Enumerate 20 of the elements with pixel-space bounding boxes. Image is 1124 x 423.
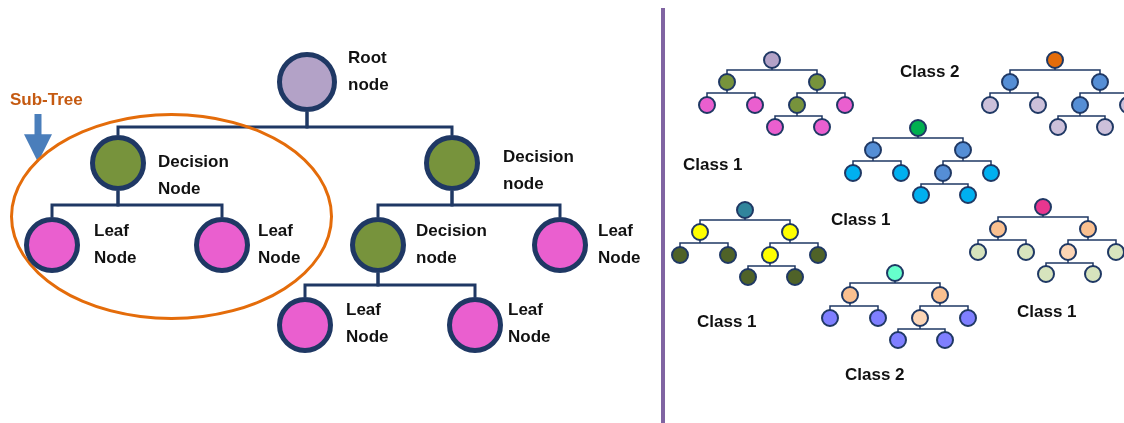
class-label: Class 1 bbox=[1017, 301, 1077, 323]
tree-connector bbox=[376, 273, 477, 297]
class-label: Class 1 bbox=[683, 154, 743, 176]
node-label: Leaf Node bbox=[508, 299, 552, 348]
tree-connector bbox=[450, 191, 562, 217]
class-label: Class 1 bbox=[697, 311, 757, 333]
class-label: Class 2 bbox=[900, 61, 960, 83]
node-label: Decision node bbox=[503, 146, 575, 195]
tree-connector bbox=[116, 191, 224, 217]
class-label: Class 2 bbox=[845, 364, 905, 386]
subtree-label: Sub-Tree bbox=[10, 89, 84, 111]
tree-connector bbox=[305, 112, 454, 135]
node-label: Leaf Node bbox=[598, 220, 642, 269]
node-label: Root node bbox=[348, 47, 390, 96]
node-label: Leaf Node bbox=[346, 299, 390, 348]
class-label: Class 1 bbox=[831, 209, 891, 231]
node-label: Decision Node bbox=[158, 151, 230, 200]
node-label: Leaf Node bbox=[94, 220, 138, 269]
node-label: Decision node bbox=[416, 220, 488, 269]
node-label: Leaf Node bbox=[258, 220, 302, 269]
